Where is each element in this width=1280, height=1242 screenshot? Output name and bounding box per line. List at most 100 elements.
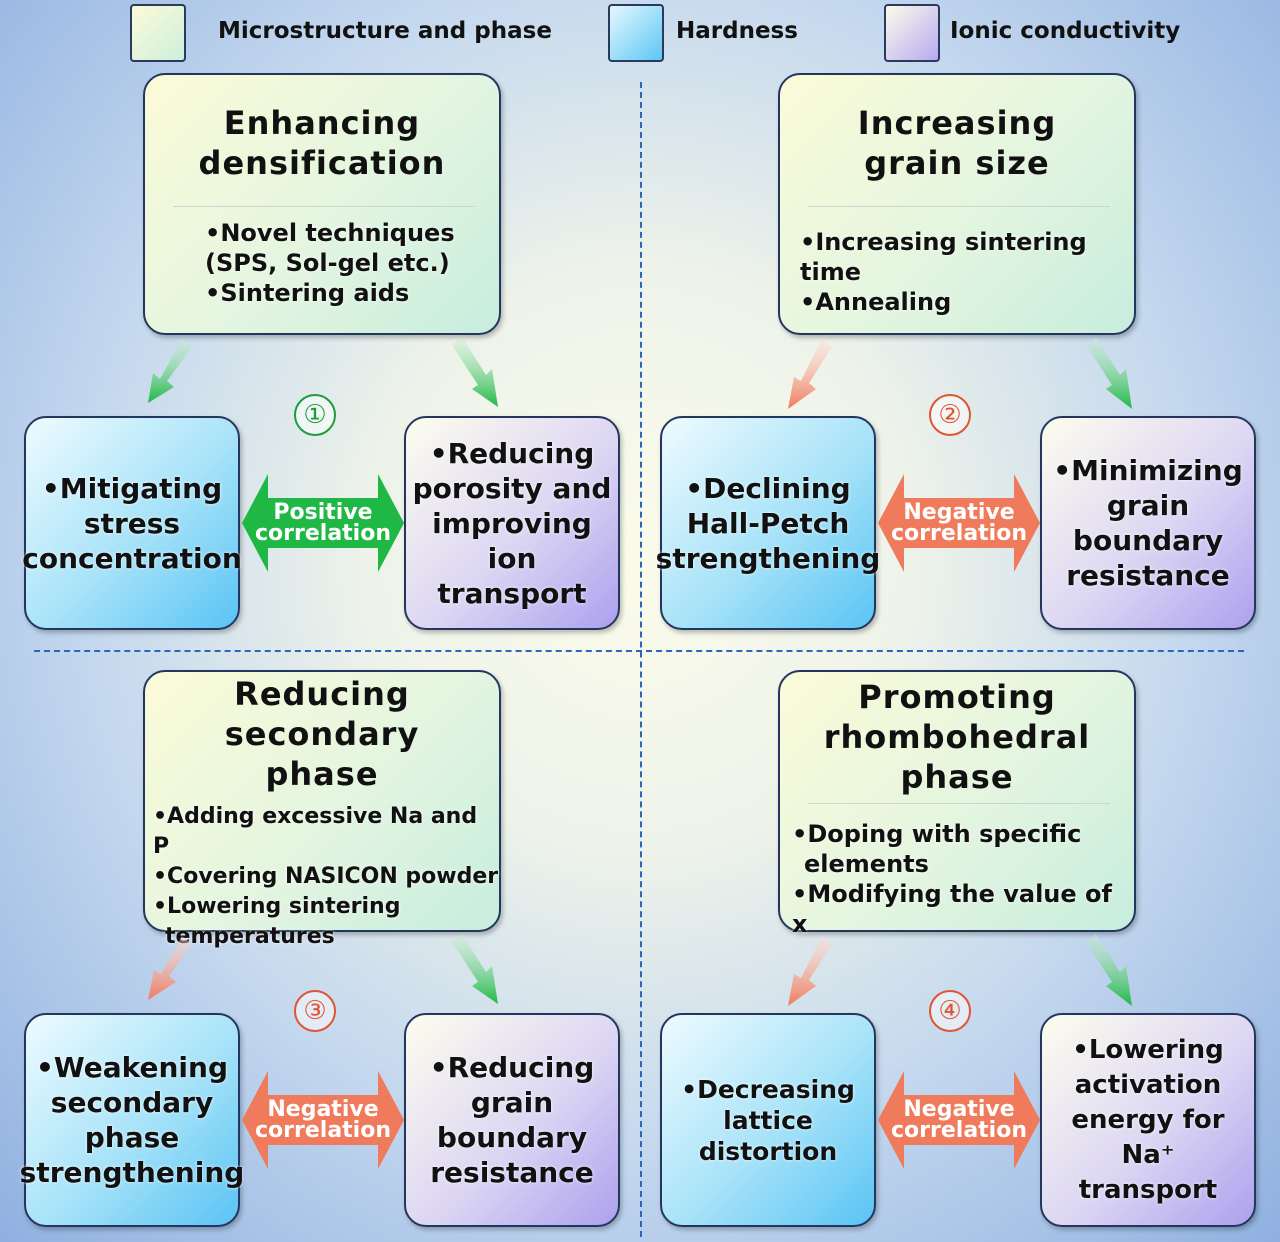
effect-line: strengthening [655,541,881,575]
correlation-line: Positive [273,500,373,525]
effect-line: grain boundary [1072,489,1224,557]
cause-title-line: Reducing [234,675,410,713]
cause-bullets-1: •Novel techniques (SPS, Sol-gel etc.) •S… [205,218,455,308]
correlation-line: Negative [903,1097,1015,1122]
arrow-down-right-3 [452,934,498,1004]
conductivity-card-3: •Reducing grain boundary resistance [404,1013,620,1227]
effect-line: stress [83,506,181,540]
cause-card-2: Increasing grain size •Increasing sinter… [778,73,1136,335]
quadrant-number-2: ② [929,394,971,436]
cause-title-4: Promoting rhombohedral phase [780,677,1134,797]
conductivity-card-1: •Reducing porosity and improving ion tra… [404,416,620,630]
cause-title-line: phase [265,755,379,793]
correlation-label-2: Negative correlation [878,474,1040,572]
bullet-item: temperatures [165,924,335,949]
cause-card-4: Promoting rhombohedral phase •Doping wit… [778,670,1136,938]
legend-swatch-microstructure [130,4,186,62]
double-arrow-positive-1 [242,474,404,572]
effect-line: •Lowering [1072,1034,1224,1065]
divider-horizontal [34,650,1244,652]
bullet-item: •Modifying the value of x [792,880,1112,938]
effect-line: •Minimizing [1053,454,1243,487]
cause-title-line: grain size [864,144,1050,182]
quadrant-number-1: ① [294,394,336,436]
effect-line: •Mitigating [41,471,223,505]
arrow-down-left-3 [148,936,192,1000]
bullet-item: •Sintering aids [205,279,410,307]
legend-swatch-ionic [884,4,940,62]
conductivity-card-4: •Lowering activation energy for Na⁺ tran… [1040,1013,1256,1227]
effect-line: grain boundary [436,1086,588,1154]
effect-line: •Reducing [429,436,595,470]
title-rule [808,206,1110,207]
bullet-item: •Adding excessive Na and P [153,804,478,859]
effect-line: activation [1074,1069,1222,1100]
cause-title-line: Enhancing [223,104,421,142]
effect-line: secondary [50,1086,214,1119]
correlation-line: Negative [903,500,1015,525]
bullet-item: •Doping with specific [792,820,1082,848]
effect-line: •Reducing [429,1051,595,1084]
correlation-line: correlation [255,1118,391,1143]
effect-line: porosity and [412,471,612,505]
effect-line: phase [84,1121,180,1154]
correlation-line: Negative [267,1097,379,1122]
divider-vertical [640,82,642,1237]
legend-swatch-hardness [608,4,664,62]
bullet-item: elements [804,850,929,878]
cause-card-1: Enhancing densification •Novel technique… [143,73,501,335]
effect-line: transport [1078,1174,1218,1205]
effect-line: concentration [22,541,242,575]
cause-bullets-3: •Adding excessive Na and P •Covering NAS… [153,802,499,952]
quadrant-number-3: ③ [294,990,336,1032]
correlation-line: correlation [891,1118,1027,1143]
correlation-line: correlation [891,521,1027,546]
bullet-item: •Increasing sintering time [800,228,1087,286]
effect-line: resistance [1066,559,1230,592]
arrow-down-right-1 [452,337,498,407]
effect-line: strengthening [19,1156,245,1189]
cause-card-3: Reducing secondary phase •Adding excessi… [143,670,501,949]
title-rule [173,206,475,207]
hardness-card-2: •Declining Hall-Petch strengthening [656,416,880,630]
effect-line: transport [437,576,587,610]
bullet-item: •Covering NASICON powder [153,864,499,889]
correlation-line: correlation [255,521,391,546]
hardness-card-4: •Decreasing lattice distortion [660,1013,876,1227]
cause-title-3: Reducing secondary phase [145,674,499,794]
legend-label-hardness: Hardness [676,18,798,44]
hardness-card-1: •Mitigating stress concentration [22,416,242,630]
effect-line: lattice distortion [698,1105,838,1166]
effect-line: resistance [430,1156,594,1189]
bullet-item: (SPS, Sol-gel etc.) [205,249,450,277]
correlation-label-4: Negative correlation [878,1071,1040,1169]
cause-title-2: Increasing grain size [780,103,1134,183]
arrow-down-left-2 [788,339,832,409]
bullet-item: •Annealing [800,288,952,316]
effect-line: Hall-Petch [686,506,850,540]
legend-label-microstructure: Microstructure and phase [218,18,552,44]
arrow-down-left-1 [148,339,192,403]
double-arrow-negative-3 [242,1071,404,1169]
effect-line: •Decreasing [681,1074,855,1104]
arrow-down-right-2 [1086,337,1132,409]
cause-title-line: rhombohedral [823,718,1091,756]
cause-title-line: secondary [224,715,420,753]
conductivity-card-2: •Minimizing grain boundary resistance [1040,416,1256,630]
cause-title-line: densification [198,144,446,182]
cause-title-line: phase [900,758,1014,796]
double-arrow-negative-2 [878,474,1040,572]
legend-label-ionic: Ionic conductivity [950,18,1181,44]
title-rule [808,803,1110,804]
effect-line: •Declining [685,471,851,505]
bullet-item: •Novel techniques [205,219,455,247]
effect-line: energy for Na⁺ [1071,1104,1225,1170]
bullet-item: •Lowering sintering [153,894,401,919]
correlation-label-3: Negative correlation [242,1071,404,1169]
cause-title-line: Promoting [858,678,1056,716]
cause-bullets-2: •Increasing sintering time •Annealing [800,227,1134,317]
hardness-card-3: •Weakening secondary phase strengthening [20,1013,244,1227]
double-arrow-negative-4 [878,1071,1040,1169]
correlation-label-1: Positive correlation [242,474,404,572]
arrow-down-right-4 [1086,934,1132,1006]
